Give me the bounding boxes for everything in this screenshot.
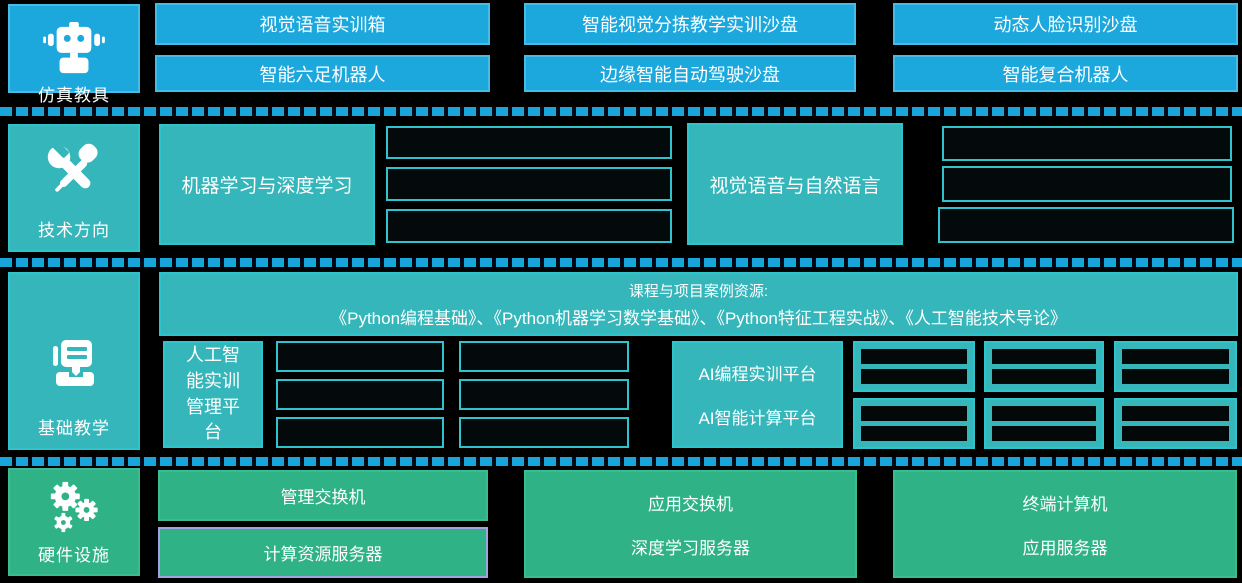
redacted-box xyxy=(276,379,444,410)
redacted-cell xyxy=(1114,398,1237,449)
redacted-text-bar xyxy=(861,426,967,442)
redacted-text-bar xyxy=(992,405,1096,421)
ai-coding-platform-label: AI编程实训平台 xyxy=(698,365,817,385)
app-server-label: 应用服务器 xyxy=(1022,538,1108,558)
redacted-text-bar xyxy=(992,348,1096,364)
redacted-text-bar xyxy=(1122,426,1229,442)
divider-dashed-2 xyxy=(0,258,1242,267)
category-basic-teaching: 基础教学 xyxy=(8,272,140,450)
redacted-box xyxy=(938,207,1234,243)
item-vision-sorting-sandbox: 智能视觉分拣教学实训沙盘 xyxy=(524,3,856,45)
item-vision-voice-training-box: 视觉语音实训箱 xyxy=(155,3,490,45)
redacted-text-bar xyxy=(861,369,967,385)
category-label: 仿真教具 xyxy=(38,86,110,105)
course-resources-header: 课程与项目案例资源: 《Python编程基础》、《Python机器学习数学基础》… xyxy=(159,272,1238,336)
redacted-box xyxy=(276,417,444,448)
tech-vision-nlp-box: 视觉语音与自然语言 xyxy=(687,123,903,245)
redacted-cell xyxy=(1114,341,1237,392)
redacted-cell xyxy=(984,341,1104,392)
tech-ml-dl-box: 机器学习与深度学习 xyxy=(159,124,375,245)
redacted-text-bar xyxy=(861,348,967,364)
redacted-box xyxy=(459,379,629,410)
app-switch-dl-server-box: 应用交换机 深度学习服务器 xyxy=(524,470,857,578)
redacted-cell xyxy=(984,398,1104,449)
item-hexapod-robot: 智能六足机器人 xyxy=(155,55,490,92)
category-label: 基础教学 xyxy=(38,419,110,438)
redacted-box xyxy=(276,341,444,372)
tools-icon xyxy=(44,138,104,207)
terminal-pc-label: 终端计算机 xyxy=(1022,494,1108,514)
redacted-box xyxy=(942,126,1232,161)
item-edge-autodrive-sandbox: 边缘智能自动驾驶沙盘 xyxy=(524,55,856,92)
redacted-text-bar xyxy=(861,405,967,421)
ai-platforms-box: AI编程实训平台 AI智能计算平台 xyxy=(672,341,843,448)
gears-icon xyxy=(43,480,105,541)
robot-icon xyxy=(43,22,105,81)
category-label: 硬件设施 xyxy=(38,546,110,565)
compute-resource-server-box: 计算资源服务器 xyxy=(158,527,488,578)
item-composite-robot: 智能复合机器人 xyxy=(893,55,1238,92)
ai-training-management-platform: 人工智能实训管理平台 xyxy=(163,341,263,448)
course-resources-title: 课程与项目案例资源: xyxy=(628,282,769,300)
redacted-box xyxy=(459,417,629,448)
app-switch-label: 应用交换机 xyxy=(648,494,733,514)
item-face-recognition-sandbox: 动态人脸识别沙盘 xyxy=(893,3,1238,45)
redacted-cell xyxy=(853,341,975,392)
dl-server-label: 深度学习服务器 xyxy=(631,538,750,558)
management-switch-box: 管理交换机 xyxy=(158,470,488,521)
divider-dashed-1 xyxy=(0,107,1242,116)
redacted-box xyxy=(386,209,672,243)
course-resources-list: 《Python编程基础》、《Python机器学习数学基础》、《Python特征工… xyxy=(330,308,1067,328)
category-simulation-tools: 仿真教具 xyxy=(8,4,140,105)
ai-computing-platform-label: AI智能计算平台 xyxy=(698,408,817,428)
terminal-app-server-box: 终端计算机 应用服务器 xyxy=(893,470,1237,578)
redacted-text-bar xyxy=(1122,405,1229,421)
redacted-text-bar xyxy=(1122,369,1229,385)
divider-dashed-3 xyxy=(0,457,1242,466)
category-label: 技术方向 xyxy=(38,221,110,240)
lectern-icon xyxy=(45,334,103,395)
redacted-box xyxy=(386,126,672,159)
redacted-cell xyxy=(853,398,975,449)
redacted-box xyxy=(459,341,629,372)
redacted-box xyxy=(942,166,1232,202)
redacted-text-bar xyxy=(1122,348,1229,364)
redacted-text-bar xyxy=(992,369,1096,385)
redacted-text-bar xyxy=(992,426,1096,442)
category-tech-direction: 技术方向 xyxy=(8,124,140,252)
category-hardware-facilities: 硬件设施 xyxy=(8,468,140,576)
redacted-box xyxy=(386,167,672,201)
